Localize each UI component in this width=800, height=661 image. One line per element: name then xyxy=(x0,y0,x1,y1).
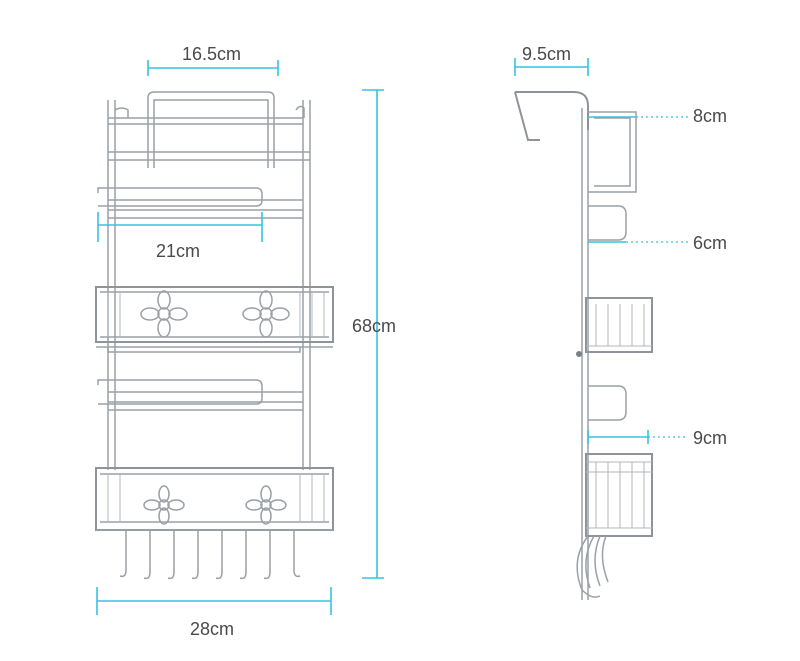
flower-ornament-left xyxy=(140,290,188,338)
lower-basket-side xyxy=(585,453,653,537)
top-hook-section xyxy=(108,91,310,168)
upper-towel-bar xyxy=(97,187,303,219)
dim-basket-depth xyxy=(587,430,688,444)
side-view-rack xyxy=(514,91,653,600)
top-shelf-depth-label: 8cm xyxy=(693,106,728,126)
total-height-label: 68cm xyxy=(352,316,397,336)
left-frame-rail xyxy=(107,100,116,470)
towel-bar-width-label: 21cm xyxy=(156,241,201,261)
upper-basket xyxy=(95,286,334,353)
right-frame-rail xyxy=(302,100,311,470)
dim-towel-bar-width xyxy=(97,212,263,242)
dim-hook-depth xyxy=(514,58,589,76)
upper-basket-side xyxy=(585,297,653,353)
dim-total-width xyxy=(96,587,332,615)
bottom-hooks-side xyxy=(576,535,609,598)
hook-depth-label: 9.5cm xyxy=(522,44,572,64)
towel-bar-depth-label: 6cm xyxy=(693,233,728,253)
dim-total-height xyxy=(362,89,384,579)
flower-ornament-right xyxy=(242,290,290,338)
total-width-label: 28cm xyxy=(190,619,235,639)
top-shelf-side xyxy=(588,111,637,193)
front-view-rack xyxy=(95,91,334,580)
top-width-label: 16.5cm xyxy=(182,44,242,64)
flower-ornament-lower-right xyxy=(245,485,287,525)
flower-ornament-lower-left xyxy=(143,485,185,525)
dim-top-width xyxy=(147,60,279,76)
basket-depth-label: 9cm xyxy=(693,428,728,448)
lower-towel-bar xyxy=(97,379,303,411)
lower-towel-bar-side xyxy=(588,385,627,421)
upper-towel-bar-side xyxy=(588,205,627,241)
door-hook xyxy=(514,91,589,141)
knob xyxy=(576,351,582,357)
bottom-hooks xyxy=(119,530,301,580)
lower-basket xyxy=(95,467,334,531)
